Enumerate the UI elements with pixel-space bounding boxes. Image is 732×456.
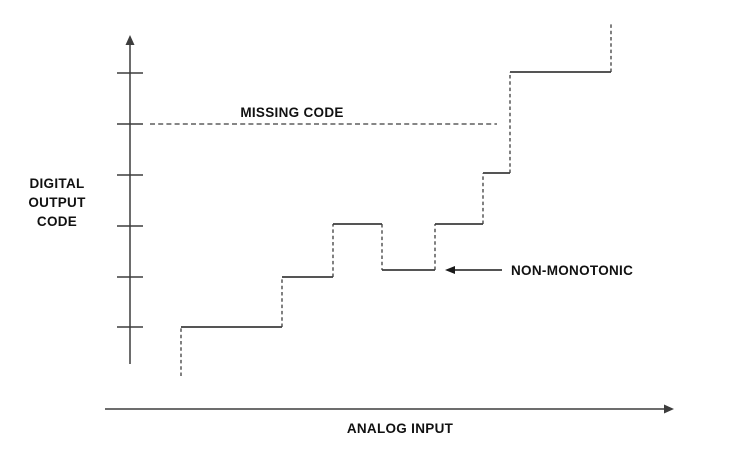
y-axis-label-line-2: OUTPUT <box>28 195 86 210</box>
x-axis-label: ANALOG INPUT <box>347 421 454 436</box>
y-axis-arrowhead <box>125 35 135 45</box>
non-monotonic-arrowhead <box>445 266 455 274</box>
y-axis-label-line-1: DIGITAL <box>29 176 84 191</box>
y-axis-label-line-3: CODE <box>37 214 77 229</box>
non-monotonic-label: NON-MONOTONIC <box>511 263 633 278</box>
missing-code-label: MISSING CODE <box>240 105 343 120</box>
diagram-lines-layer <box>105 23 674 414</box>
x-axis-arrowhead <box>664 404 674 414</box>
